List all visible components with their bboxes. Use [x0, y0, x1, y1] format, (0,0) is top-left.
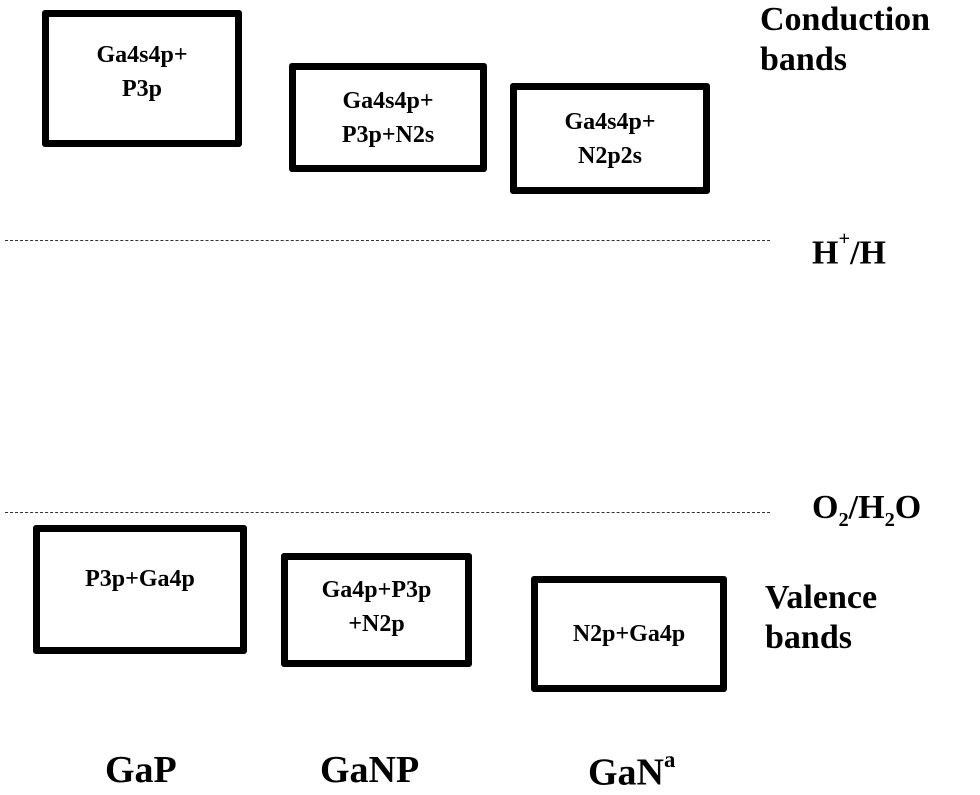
- box-text: N2p+Ga4p: [572, 621, 686, 647]
- box-text: P3p+N2s: [341, 121, 435, 148]
- gan-valence-box: N2p+Ga4p: [531, 576, 727, 692]
- gan-conduction-box: Ga4s4p+ N2p2s: [510, 83, 710, 194]
- h-plus-h-level-line: [5, 240, 770, 241]
- material-label-gap: GaP: [105, 749, 177, 791]
- ganp-conduction-box: Ga4s4p+ P3p+N2s: [289, 63, 487, 172]
- box-text: P3p+Ga4p: [85, 566, 195, 592]
- ganp-valence-box: Ga4p+P3p +N2p: [281, 553, 472, 667]
- gap-conduction-box: Ga4s4p+ P3p: [42, 10, 242, 147]
- box-text: N2p2s: [577, 142, 643, 169]
- box-text: Ga4p+P3p: [321, 577, 432, 603]
- box-text: Ga4s4p+: [342, 87, 434, 114]
- material-label-ganp: GaNP: [320, 749, 420, 791]
- h-plus-h-label: H+/H: [812, 228, 886, 272]
- gap-valence-box: P3p+Ga4p: [33, 525, 247, 654]
- o2-h2o-label: O2/H2O: [812, 489, 922, 531]
- box-text: Ga4s4p+: [564, 108, 656, 135]
- o2-h2o-level-line: [5, 512, 770, 513]
- box-text: Ga4s4p+: [96, 41, 188, 68]
- box-text: +N2p: [348, 611, 405, 637]
- box-text: P3p: [121, 75, 162, 102]
